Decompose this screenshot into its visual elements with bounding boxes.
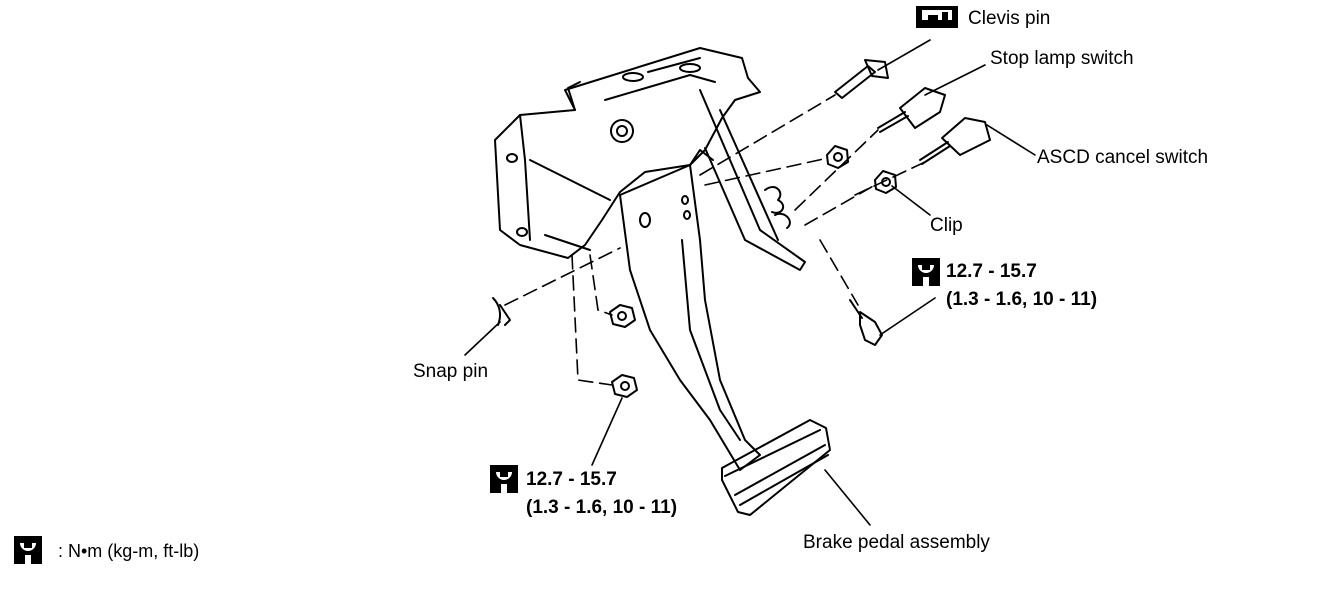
snap-pin-part <box>492 297 511 326</box>
lower-torque-alt: (1.3 - 1.6, 10 - 11) <box>526 497 678 518</box>
lower-torque-value: 12.7 - 15.7 <box>526 469 617 490</box>
clevis-pin-symbol-icon <box>916 6 958 28</box>
pedal-bracket <box>494 47 806 271</box>
legend-units: : N•m (kg-m, ft-lb) <box>58 541 200 561</box>
upper-torque-value: 12.7 - 15.7 <box>946 261 1037 282</box>
ascd-cancel-switch-part <box>919 117 991 165</box>
pedal-nuts <box>609 304 638 398</box>
upper-torque-alt: (1.3 - 1.6, 10 - 11) <box>946 289 1098 310</box>
leader-lines <box>464 39 1036 526</box>
clevis-pin-part <box>834 59 889 99</box>
bracket-bolt <box>849 299 883 346</box>
stop-lamp-switch-part <box>877 87 946 133</box>
torque-wrench-icon <box>490 465 518 493</box>
stop-lamp-switch-label: Stop lamp switch <box>990 48 1134 69</box>
brake-pedal-assembly-label: Brake pedal assembly <box>803 532 990 553</box>
brake-pedal-arm <box>619 149 761 471</box>
snap-pin-label: Snap pin <box>413 361 489 382</box>
switch-clips <box>826 145 897 194</box>
torque-wrench-icon <box>912 258 940 286</box>
clip-label: Clip <box>930 215 963 236</box>
alignment-lines <box>504 94 926 386</box>
brake-pedal-pad <box>721 419 831 516</box>
clevis-pin-label: Clevis pin <box>968 8 1051 29</box>
torque-wrench-icon <box>14 536 42 564</box>
ascd-cancel-switch-label: ASCD cancel switch <box>1037 147 1209 168</box>
